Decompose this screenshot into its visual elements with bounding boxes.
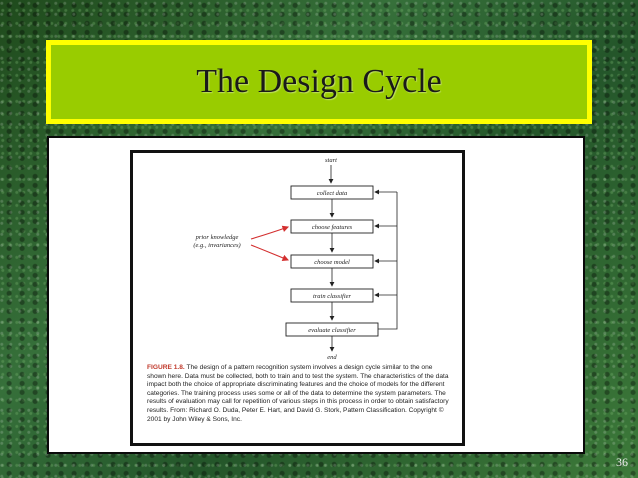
slide-title: The Design Cycle bbox=[196, 63, 442, 100]
figure-caption: FIGURE 1.8. The design of a pattern reco… bbox=[147, 364, 453, 424]
step-label-evaluate-classifier: evaluate classifier bbox=[308, 327, 356, 334]
step-label-train-classifier: train classifier bbox=[313, 293, 352, 300]
red-arrow-to-features bbox=[250, 225, 290, 240]
title-bar: The Design Cycle bbox=[46, 40, 592, 124]
step-label-collect-data: collect data bbox=[317, 190, 348, 197]
prior-knowledge-label-line1: prior knowledge bbox=[195, 234, 239, 241]
end-label: end bbox=[327, 354, 337, 361]
red-arrow-to-model bbox=[250, 244, 290, 261]
step-label-choose-model: choose model bbox=[314, 259, 350, 266]
step-label-choose-features: choose features bbox=[312, 224, 353, 231]
page-number: 36 bbox=[616, 455, 628, 469]
start-label: start bbox=[325, 157, 337, 164]
figure-label: FIGURE 1.8. bbox=[147, 364, 185, 371]
feedback-loop-line bbox=[378, 192, 398, 330]
figure-caption-text: The design of a pattern recognition syst… bbox=[147, 364, 449, 423]
design-cycle-flowchart: start collect data choose features choos… bbox=[193, 157, 398, 361]
prior-knowledge-label-line2: (e.g., invariances) bbox=[193, 242, 240, 249]
figure-frame: start collect data choose features choos… bbox=[130, 150, 465, 446]
